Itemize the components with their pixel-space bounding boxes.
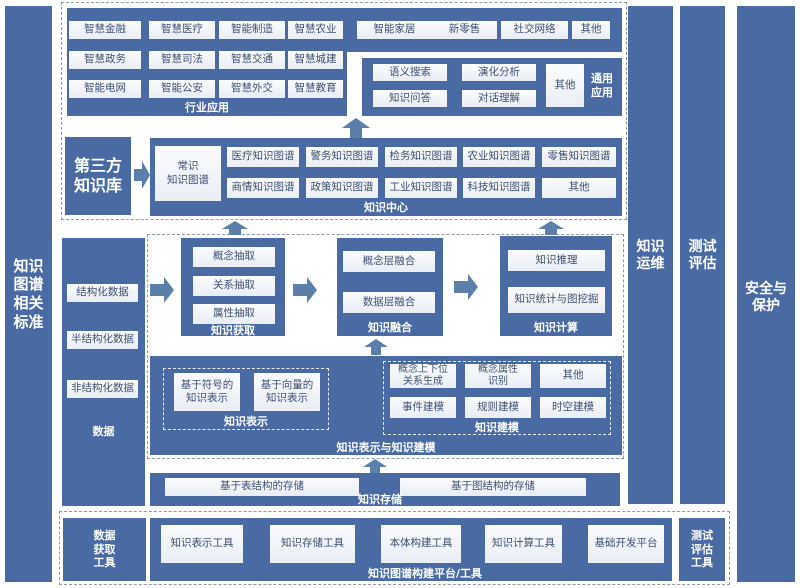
arrow-up-icon <box>342 118 370 138</box>
acquisition-item[interactable]: 属性抽取 <box>193 304 275 324</box>
general-apps-title: 通用 应用 <box>591 71 613 99</box>
industry-app-item[interactable]: 智能电网 <box>69 80 141 98</box>
industry-app-item[interactable]: 智慧金融 <box>69 21 141 39</box>
top-region <box>61 2 627 220</box>
arrow-right-icon <box>293 277 317 303</box>
testing-eval-label: 测试 评估 <box>688 238 717 273</box>
storage-title: 知识存储 <box>358 492 402 506</box>
third-party-kb: 第三方 知识库 <box>65 137 131 215</box>
industry-app-item[interactable]: 智慧城建 <box>288 51 343 69</box>
acquisition-item[interactable]: 概念抽取 <box>193 247 275 267</box>
kg-item[interactable]: 医疗知识图谱 <box>227 147 299 167</box>
data-tools-label: 数据 获取 工具 <box>93 528 116 570</box>
storage-item[interactable]: 基于图结构的存储 <box>400 478 586 496</box>
fusion-title: 知识融合 <box>368 321 412 335</box>
modeling-group <box>383 361 611 435</box>
representation-item[interactable]: 基于符号的 知识表示 <box>174 373 240 411</box>
general-app-other[interactable]: 其他 <box>546 64 584 107</box>
third-party-kb-label: 第三方 知识库 <box>73 156 122 195</box>
kg-item[interactable]: 农业知识图谱 <box>463 147 535 167</box>
industry-app-item[interactable]: 社交网络 <box>501 21 568 39</box>
kg-item[interactable]: 科技知识图谱 <box>463 178 535 198</box>
industry-app-item[interactable]: 智慧农业 <box>288 21 343 39</box>
modeling-item[interactable]: 时空建模 <box>540 397 606 418</box>
tool-item[interactable]: 基础开发平台 <box>588 525 664 563</box>
representation-group <box>163 368 329 430</box>
tools-region <box>59 511 730 585</box>
industry-app-item[interactable]: 智慧政务 <box>69 51 141 69</box>
industry-app-item[interactable]: 其他 <box>572 21 610 39</box>
kg-item[interactable]: 检务知识图谱 <box>385 147 457 167</box>
modeling-item[interactable]: 规则建模 <box>465 397 531 418</box>
general-app-item[interactable]: 知识问答 <box>373 90 447 107</box>
representation-item[interactable]: 基于向量的 知识表示 <box>254 373 320 411</box>
computation-title: 知识计算 <box>534 321 578 335</box>
eval-tools-label: 测试 评估 工具 <box>691 528 713 570</box>
modeling-item[interactable]: 其他 <box>540 364 606 388</box>
tool-item[interactable]: 知识存储工具 <box>270 525 355 563</box>
security-label: 安全与 保护 <box>745 280 787 315</box>
arrow-up-icon <box>538 221 564 235</box>
arrow-up-icon <box>363 459 387 475</box>
industry-app-item[interactable]: 智能公安 <box>149 80 215 98</box>
storage-item[interactable]: 基于表结构的存储 <box>165 478 359 496</box>
industry-app-item[interactable]: 智能家居 <box>357 21 432 39</box>
kg-item[interactable]: 零售知识图谱 <box>542 147 616 167</box>
modeling-item[interactable]: 概念上下位 关系生成 <box>390 364 456 388</box>
data-tools-panel: 数据 获取 工具 <box>63 518 146 581</box>
industry-app-item[interactable]: 智慧医疗 <box>149 21 215 39</box>
industry-app-item[interactable]: 智慧教育 <box>288 80 343 98</box>
arrow-right-icon <box>454 274 478 300</box>
eval-tools-panel: 测试 评估 工具 <box>679 518 725 581</box>
kg-item[interactable]: 商情知识图谱 <box>227 178 299 198</box>
kg-item[interactable]: 警务知识图谱 <box>306 147 378 167</box>
industry-apps-title: 行业应用 <box>185 101 229 115</box>
acquisition-title: 知识获取 <box>211 324 255 338</box>
industry-app-item[interactable]: 智慧外交 <box>219 80 285 98</box>
data-item[interactable]: 非结构化数据 <box>67 380 138 398</box>
tool-item[interactable]: 知识计算工具 <box>485 525 562 563</box>
data-panel <box>62 238 145 506</box>
industry-app-item[interactable]: 新零售 <box>432 21 497 39</box>
general-app-item[interactable]: 对话理解 <box>462 90 536 107</box>
fusion-item[interactable]: 数据层融合 <box>343 292 435 313</box>
platform-title: 知识图谱构建平台/工具 <box>367 566 483 580</box>
standards-label: 知识 图谱 相关 标准 <box>13 256 44 331</box>
industry-app-item[interactable]: 智能制造 <box>219 21 285 39</box>
modeling-item[interactable]: 事件建模 <box>390 397 456 418</box>
middle-region <box>147 234 624 459</box>
general-app-item[interactable]: 演化分析 <box>462 64 536 81</box>
arrow-right-icon <box>150 277 174 303</box>
tool-item[interactable]: 本体构建工具 <box>381 525 461 563</box>
security-column: 安全与 保护 <box>737 6 795 582</box>
computation-item[interactable]: 知识统计与图挖掘 <box>508 287 605 313</box>
knowledge-ops-label: 知识 运维 <box>636 238 665 273</box>
testing-eval-column: 测试 评估 <box>680 6 725 504</box>
standards-column: 知识 图谱 相关 标准 <box>5 6 52 582</box>
kg-item[interactable]: 其他 <box>542 178 616 198</box>
arrow-up-icon <box>364 339 388 355</box>
modeling-title: 知识建模 <box>475 421 519 435</box>
industry-app-item[interactable]: 智慧交通 <box>219 51 285 69</box>
knowledge-ops-column: 知识 运维 <box>628 6 673 504</box>
tool-item[interactable]: 知识表示工具 <box>161 525 243 563</box>
acquisition-item[interactable]: 关系抽取 <box>193 276 275 296</box>
general-app-item[interactable]: 语义搜索 <box>373 64 447 81</box>
kg-item[interactable]: 工业知识图谱 <box>385 178 457 198</box>
modeling-item[interactable]: 概念属性 识别 <box>465 364 531 388</box>
arrow-up-icon <box>222 221 248 235</box>
data-item[interactable]: 半结构化数据 <box>67 331 138 349</box>
industry-app-item[interactable]: 智慧司法 <box>149 51 215 69</box>
kg-item[interactable]: 政策知识图谱 <box>306 178 378 198</box>
repr-modeling-title: 知识表示与知识建模 <box>336 440 436 454</box>
arrow-right-icon <box>134 161 150 189</box>
fusion-item[interactable]: 概念层融合 <box>343 251 435 272</box>
data-item[interactable]: 结构化数据 <box>67 284 138 302</box>
representation-title: 知识表示 <box>224 415 268 429</box>
data-title: 数据 <box>92 425 115 439</box>
common-knowledge-graph[interactable]: 常识 知识图谱 <box>155 146 221 201</box>
knowledge-center-title: 知识中心 <box>364 201 408 215</box>
computation-item[interactable]: 知识推理 <box>508 250 605 271</box>
